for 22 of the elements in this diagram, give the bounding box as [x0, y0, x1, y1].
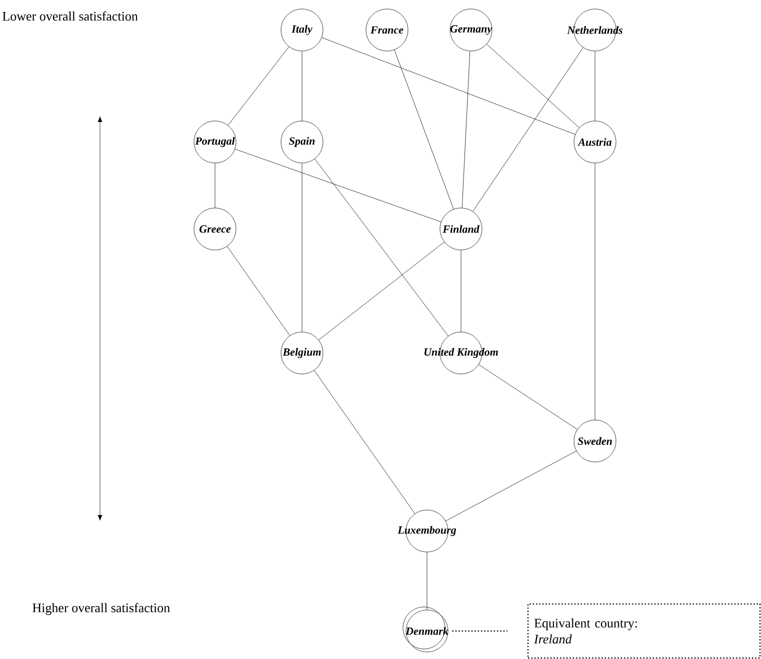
connector-line: [446, 450, 577, 522]
dotted-connector: [452, 630, 508, 632]
connector-line: [460, 250, 462, 332]
connector-line: [314, 370, 416, 514]
connector-line: [478, 364, 578, 430]
connector-line: [214, 163, 216, 208]
connector-line: [314, 158, 448, 336]
connector-line: [594, 51, 596, 121]
axis-label: Higher overall satisfaction: [32, 603, 170, 615]
connector-line: [318, 242, 444, 340]
connector-line: [228, 46, 290, 126]
connector-line: [226, 246, 290, 336]
connector-line: [234, 148, 442, 222]
connector-line: [426, 552, 428, 610]
connector-line: [472, 47, 584, 212]
connector-line: [462, 50, 470, 208]
connector-line: [394, 50, 454, 210]
note-box: Equivalent country: Ireland: [527, 603, 761, 659]
connector-line: [486, 44, 580, 128]
axis-label: Lower overall satisfaction: [2, 11, 138, 21]
connector-line: [594, 163, 596, 420]
connector-line: [322, 37, 576, 135]
